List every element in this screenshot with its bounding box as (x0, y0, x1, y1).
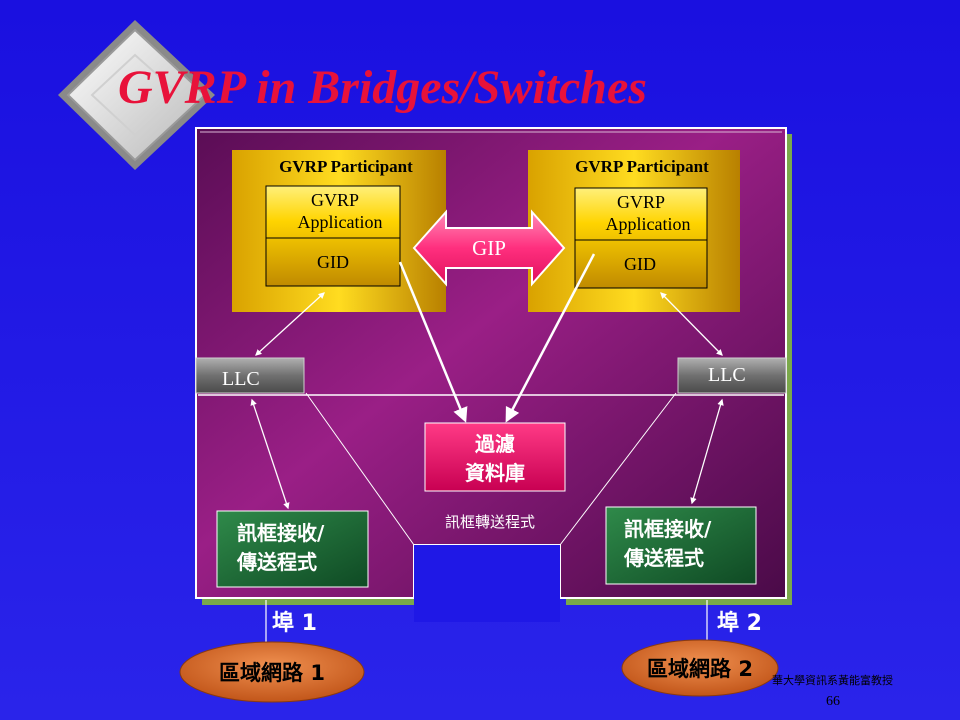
left-gvrp-participant: GVRP Participant GVRP Application GID (232, 150, 446, 312)
left-participant-label: GVRP Participant (279, 157, 413, 176)
gip-label: GIP (472, 236, 506, 260)
llc-left-label: LLC (222, 368, 260, 390)
frame-proc-right-line2: 傳送程式 (623, 546, 704, 570)
relay-label: 訊框轉送程式 (445, 513, 535, 531)
left-gvrp-application-box (265, 185, 401, 287)
right-app-line2: Application (606, 214, 691, 234)
frame-proc-left-box: 訊框接收/ 傳送程式 (216, 510, 369, 588)
relay-path-lines (305, 392, 677, 546)
arrow-gid-left-filter (398, 261, 468, 423)
lan-right: 區域網路 2 (621, 639, 779, 697)
right-gvrp-application-box (574, 187, 708, 289)
right-participant-label: GVRP Participant (575, 157, 709, 176)
switch-notch (414, 545, 560, 622)
port-right-label: 埠 2 (717, 610, 762, 636)
right-gvrp-participant: GVRP Participant GVRP Application GID (528, 150, 740, 312)
footer-author: 華大學資訊系黃能富教授 (772, 674, 893, 687)
arrow-gid-right-filter (505, 253, 596, 423)
filter-database-box: 過濾 資料庫 (424, 422, 566, 492)
filter-db-line2: 資料庫 (465, 461, 525, 485)
connection-arrows (250, 253, 724, 510)
lan-right-label: 區域網路 2 (647, 657, 753, 681)
frame-proc-left-line2: 傳送程式 (236, 550, 317, 574)
llc-left: LLC (195, 357, 305, 394)
left-gid-label: GID (317, 252, 349, 272)
left-app-line2: Application (298, 212, 383, 232)
right-app-line1: GVRP (617, 192, 665, 212)
left-app-line1: GVRP (311, 190, 359, 210)
lan-left-label: 區域網路 1 (219, 661, 325, 685)
port-left-label: 埠 1 (272, 610, 317, 636)
arrow-llc-right-frame (690, 398, 724, 505)
filter-db-line1: 過濾 (475, 432, 515, 456)
frame-proc-right-box: 訊框接收/ 傳送程式 (605, 506, 757, 585)
arrow-gid-left-llc (255, 292, 325, 356)
decorative-diamond-icon (58, 20, 215, 170)
page-number: 66 (826, 694, 840, 709)
arrow-llc-left-frame (250, 398, 290, 510)
lan-left: 區域網路 1 (179, 641, 365, 703)
llc-right: LLC (677, 357, 787, 394)
right-gid-label: GID (624, 254, 656, 274)
frame-proc-left-line1: 訊框接收/ (237, 521, 325, 545)
llc-right-label: LLC (708, 364, 746, 386)
frame-proc-right-line1: 訊框接收/ (624, 517, 712, 541)
gip-double-arrow: GIP (412, 209, 566, 287)
arrow-gid-right-llc (660, 292, 723, 356)
slide-title: GVRP in Bridges/Switches (118, 61, 647, 114)
